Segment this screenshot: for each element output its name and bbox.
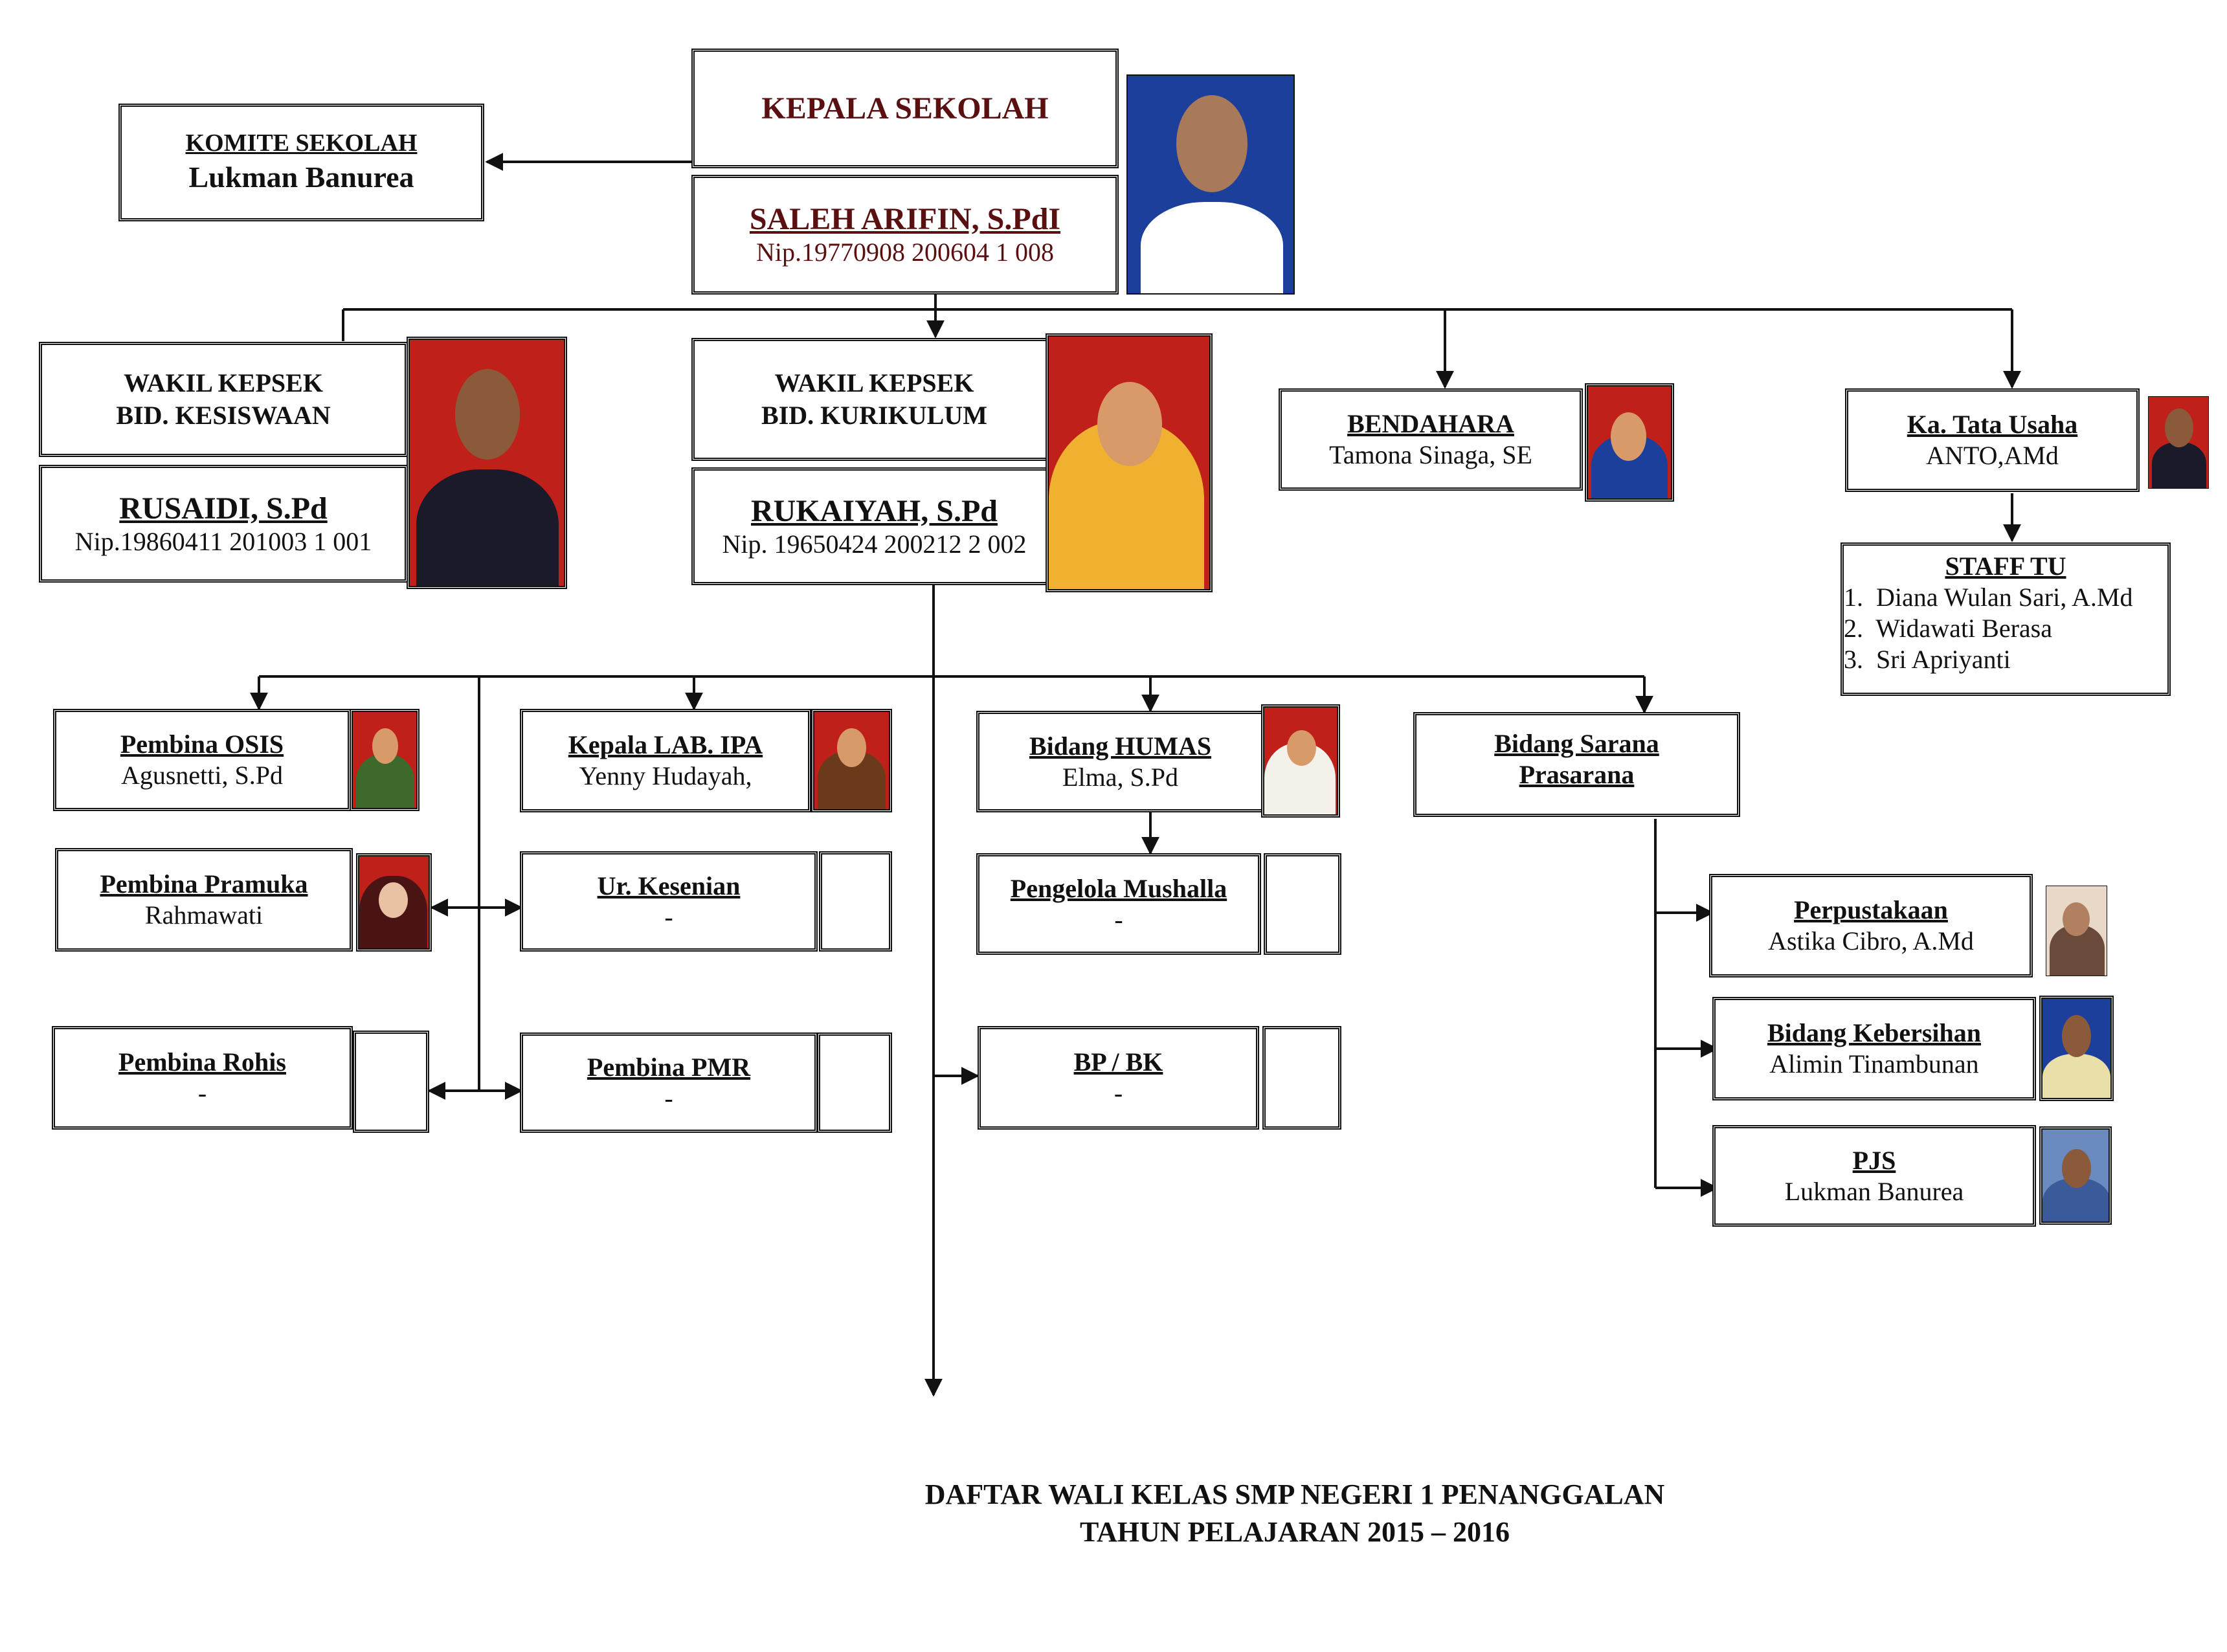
kepala-sekolah-name-box: SALEH ARIFIN, S.PdI Nip.19770908 200604 …	[691, 175, 1119, 295]
ur-kesenian-title: Ur. Kesenian	[597, 871, 741, 900]
bidang-sarana-title2: Prasarana	[1519, 760, 1635, 789]
bidang-humas-title: Bidang HUMAS	[1029, 731, 1212, 761]
wakil-kurikulum-name-box: RUKAIYAH, S.Pd Nip. 19650424 200212 2 00…	[691, 467, 1057, 585]
tata-usaha-title: Ka. Tata Usaha	[1907, 410, 2078, 439]
bendahara-photo	[1585, 383, 1674, 502]
pjs-title: PJS	[1852, 1145, 1896, 1175]
wakil-kesiswaan-title-box: WAKIL KEPSEK BID. KESISWAAN	[39, 342, 408, 457]
pengelola-mushalla-name: -	[1114, 904, 1123, 934]
komite-sekolah-name: Lukman Banurea	[188, 161, 414, 194]
wakil-kurikulum-line1: WAKIL KEPSEK	[774, 368, 974, 397]
wakil-kesiswaan-photo	[407, 337, 567, 589]
pembina-rohis-title: Pembina Rohis	[118, 1047, 286, 1077]
pembina-pmr-box: Pembina PMR -	[520, 1032, 818, 1133]
pengelola-mushalla-photo-placeholder	[1264, 853, 1341, 955]
bidang-kebersihan-title: Bidang Kebersihan	[1767, 1018, 1982, 1047]
bidang-humas-box: Bidang HUMAS Elma, S.Pd	[976, 711, 1264, 812]
bp-bk-title: BP / BK	[1073, 1047, 1163, 1077]
pembina-osis-title: Pembina OSIS	[120, 730, 284, 759]
perpustakaan-name: Astika Cibro, A.Md	[1768, 926, 1974, 955]
pjs-box: PJS Lukman Banurea	[1712, 1125, 2036, 1227]
pembina-pramuka-photo	[356, 853, 432, 952]
ur-kesenian-name: -	[664, 902, 673, 932]
pembina-osis-name: Agusnetti, S.Pd	[120, 761, 284, 790]
staff-tu-item-1: 1. Diana Wulan Sari, A.Md	[1844, 583, 2133, 612]
pjs-photo	[2039, 1126, 2112, 1225]
pembina-pmr-title: Pembina PMR	[587, 1052, 751, 1082]
pjs-name: Lukman Banurea	[1784, 1176, 1964, 1206]
kepala-sekolah-photo	[1126, 74, 1295, 295]
bendahara-box: BENDAHARA Tamona Sinaga, SE	[1279, 388, 1583, 491]
bidang-kebersihan-name: Alimin Tinambunan	[1769, 1049, 1979, 1078]
pembina-pmr-name: -	[664, 1083, 673, 1113]
wakil-kurikulum-photo	[1046, 333, 1213, 592]
perpustakaan-title: Perpustakaan	[1794, 895, 1948, 924]
ur-kesenian-photo-placeholder	[819, 851, 892, 952]
pembina-pramuka-title: Pembina Pramuka	[100, 869, 308, 899]
wakil-kurikulum-nip: Nip. 19650424 200212 2 002	[722, 529, 1027, 559]
ur-kesenian-box: Ur. Kesenian -	[520, 851, 818, 952]
bidang-sarana-box: Bidang Sarana Prasarana	[1413, 712, 1740, 817]
perpustakaan-box: Perpustakaan Astika Cibro, A.Md	[1709, 874, 2033, 977]
kepala-lab-ipa-box: Kepala LAB. IPA Yenny Hudayah,	[520, 709, 811, 812]
pengelola-mushalla-title: Pengelola Mushalla	[1010, 873, 1227, 903]
pembina-pramuka-box: Pembina Pramuka Rahmawati	[55, 848, 353, 952]
pembina-rohis-name: -	[197, 1078, 207, 1108]
bidang-humas-name: Elma, S.Pd	[1062, 762, 1178, 792]
pembina-rohis-photo-placeholder	[353, 1031, 429, 1133]
wakil-kesiswaan-name: RUSAIDI, S.Pd	[119, 491, 328, 526]
bidang-humas-photo	[1261, 704, 1340, 818]
kepala-lab-ipa-name: Yenny Hudayah,	[579, 761, 752, 790]
kepala-sekolah-name: SALEH ARIFIN, S.PdI	[749, 202, 1061, 236]
pembina-rohis-box: Pembina Rohis -	[52, 1026, 353, 1130]
bidang-kebersihan-box: Bidang Kebersihan Alimin Tinambunan	[1712, 997, 2036, 1100]
bp-bk-name: -	[1114, 1078, 1123, 1108]
pembina-osis-photo	[350, 709, 420, 811]
wakil-kesiswaan-nip: Nip.19860411 201003 1 001	[74, 526, 372, 556]
kepala-lab-ipa-title: Kepala LAB. IPA	[568, 730, 763, 759]
pengelola-mushalla-box: Pengelola Mushalla -	[976, 853, 1261, 955]
staff-tu-item-2: 2. Widawati Berasa	[1844, 614, 2052, 643]
footer-line-1: DAFTAR WALI KELAS SMP NEGERI 1 PENANGGAL…	[924, 1479, 1665, 1510]
komite-sekolah-box: KOMITE SEKOLAH Lukman Banurea	[118, 104, 484, 221]
bendahara-name: Tamona Sinaga, SE	[1329, 440, 1532, 469]
bp-bk-box: BP / BK -	[978, 1026, 1259, 1130]
bendahara-title: BENDAHARA	[1347, 409, 1514, 438]
wakil-kesiswaan-name-box: RUSAIDI, S.Pd Nip.19860411 201003 1 001	[39, 465, 408, 583]
kepala-sekolah-nip: Nip.19770908 200604 1 008	[756, 238, 1054, 267]
kepala-sekolah-title: KEPALA SEKOLAH	[761, 91, 1049, 126]
kepala-sekolah-title-box: KEPALA SEKOLAH	[691, 49, 1119, 168]
tata-usaha-name: ANTO,AMd	[1926, 441, 2059, 470]
bidang-kebersihan-photo	[2039, 996, 2114, 1101]
footer-line-2: TAHUN PELAJARAN 2015 – 2016	[1079, 1516, 1510, 1548]
wakil-kurikulum-title-box: WAKIL KEPSEK BID. KURIKULUM	[691, 338, 1057, 461]
perpustakaan-photo	[2046, 886, 2107, 976]
staff-tu-box: STAFF TU 1. Diana Wulan Sari, A.Md 2. Wi…	[1841, 542, 2171, 696]
wakil-kesiswaan-line2: BID. KESISWAAN	[116, 401, 331, 430]
staff-tu-title: STAFF TU	[1945, 552, 2066, 581]
tata-usaha-box: Ka. Tata Usaha ANTO,AMd	[1845, 388, 2140, 492]
staff-tu-item-3: 3. Sri Apriyanti	[1844, 645, 2011, 674]
tata-usaha-photo	[2148, 396, 2209, 489]
pembina-pmr-photo-placeholder	[817, 1032, 892, 1133]
wakil-kurikulum-name: RUKAIYAH, S.Pd	[751, 493, 998, 528]
bidang-sarana-title: Bidang Sarana	[1494, 729, 1659, 758]
bp-bk-photo-placeholder	[1262, 1026, 1341, 1130]
kepala-lab-ipa-photo	[811, 709, 892, 812]
komite-sekolah-title: KOMITE SEKOLAH	[185, 129, 418, 157]
wakil-kesiswaan-line1: WAKIL KEPSEK	[124, 368, 323, 397]
pembina-osis-box: Pembina OSIS Agusnetti, S.Pd	[53, 709, 351, 811]
pembina-pramuka-name: Rahmawati	[144, 900, 263, 930]
wakil-kurikulum-line2: BID. KURIKULUM	[761, 401, 987, 430]
